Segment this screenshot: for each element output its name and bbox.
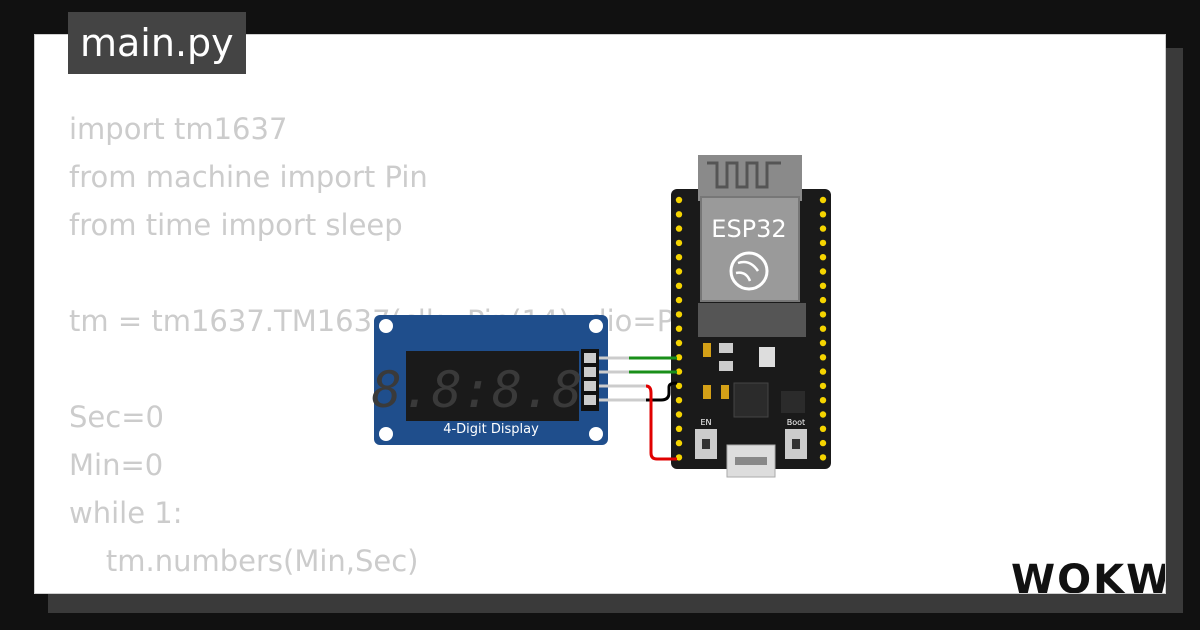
header-pin[interactable] bbox=[819, 382, 827, 390]
code-line: from time import sleep bbox=[69, 208, 403, 242]
header-pin[interactable] bbox=[675, 339, 683, 347]
wire-vcc[interactable] bbox=[645, 384, 677, 461]
code-line: if(Sec==59): bbox=[69, 585, 771, 593]
header-pin[interactable] bbox=[819, 296, 827, 304]
header-pin[interactable] bbox=[819, 397, 827, 404]
boot-label: Boot bbox=[787, 418, 805, 427]
code-line: while 1: bbox=[69, 496, 183, 530]
header-pin[interactable] bbox=[819, 196, 827, 204]
circuit-diagram: ESP32 EN Boot bbox=[372, 155, 831, 478]
header-pin[interactable] bbox=[675, 225, 683, 232]
espressif-logo-icon bbox=[729, 251, 769, 291]
seven-segment-screen bbox=[406, 351, 579, 421]
header-pin[interactable] bbox=[819, 439, 827, 447]
file-tab-main[interactable]: main.py bbox=[68, 12, 246, 74]
header-pin[interactable] bbox=[819, 311, 827, 318]
preview-card: import tm1637 from machine import Pin from… bbox=[34, 34, 1166, 594]
header-pin[interactable] bbox=[819, 368, 827, 375]
code-line: tm.numbers(Min,Sec) bbox=[69, 544, 419, 578]
esp32-board[interactable]: ESP32 EN Boot bbox=[671, 155, 831, 478]
header-pin[interactable] bbox=[819, 354, 827, 361]
header-pin[interactable] bbox=[819, 425, 827, 432]
header-pin[interactable] bbox=[675, 254, 683, 261]
header-pin[interactable] bbox=[675, 454, 683, 461]
seven-segment-digits: 8.8:8.8. bbox=[372, 361, 613, 419]
esp32-right-pins bbox=[819, 196, 827, 461]
header-pin[interactable] bbox=[675, 325, 683, 332]
header-pin[interactable] bbox=[675, 354, 683, 361]
header-pin[interactable] bbox=[675, 239, 683, 247]
header-pin[interactable] bbox=[675, 397, 683, 404]
wires bbox=[599, 356, 678, 461]
header-pin[interactable] bbox=[675, 268, 683, 275]
header-pin[interactable] bbox=[819, 225, 827, 232]
header-pin[interactable] bbox=[819, 325, 827, 332]
header-pin[interactable] bbox=[675, 382, 683, 390]
wire-gnd[interactable] bbox=[646, 381, 678, 402]
header-pin[interactable] bbox=[819, 454, 827, 461]
header-pin[interactable] bbox=[675, 282, 683, 289]
header-pin[interactable] bbox=[675, 368, 683, 375]
code-line: from machine import Pin bbox=[69, 160, 428, 194]
header-pin[interactable] bbox=[819, 211, 827, 218]
header-pin[interactable] bbox=[675, 311, 683, 318]
header-pin[interactable] bbox=[675, 411, 683, 418]
tm1637-display-module[interactable]: 8.8:8.8. 4-Digit Display bbox=[372, 315, 613, 445]
header-pin[interactable] bbox=[819, 268, 827, 275]
header-pin[interactable] bbox=[819, 239, 827, 247]
header-pin[interactable] bbox=[819, 282, 827, 289]
header-pin[interactable] bbox=[675, 425, 683, 432]
header-pin[interactable] bbox=[819, 254, 827, 261]
header-pin[interactable] bbox=[819, 339, 827, 347]
wokwi-logo-text: WOKWI bbox=[1011, 557, 1166, 594]
header-pin[interactable] bbox=[819, 411, 827, 418]
header-pin[interactable] bbox=[675, 296, 683, 304]
header-pin[interactable] bbox=[675, 211, 683, 218]
esp32-left-pins bbox=[675, 196, 683, 461]
header-pin[interactable] bbox=[675, 196, 683, 204]
code-line: Min=0 bbox=[69, 448, 164, 482]
code-line: Sec=0 bbox=[69, 400, 164, 434]
display-label: 4-Digit Display bbox=[443, 422, 539, 437]
header-pin[interactable] bbox=[675, 439, 683, 447]
code-line: import tm1637 bbox=[69, 112, 288, 146]
esp32-label: ESP32 bbox=[711, 215, 786, 243]
en-label: EN bbox=[700, 418, 711, 427]
wokwi-logo: WOKWI bbox=[1009, 555, 1166, 594]
